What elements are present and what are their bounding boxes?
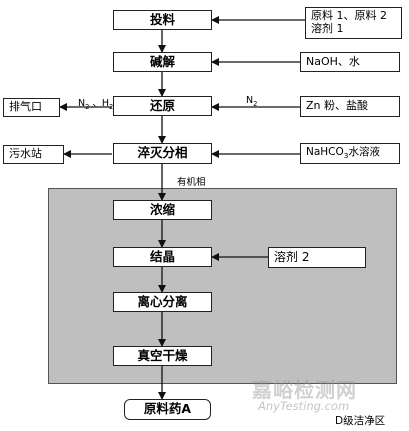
output-wastewater-label: 污水站 [9,147,42,161]
step-crystallization: 结晶 [113,247,212,267]
input-hydrolysis-label: NaOH、水 [306,54,360,68]
step-reduction-label: 还原 [149,97,175,113]
label-n2-h2-out: N2 、H2 [78,98,114,111]
step-concentration-label: 浓缩 [149,201,175,217]
step-api-product: 原料药A [124,399,211,420]
label-organic-phase: 有机相 [177,177,206,188]
output-wastewater: 污水站 [3,145,64,164]
input-feed-line1: 原料 1、原料 2 [311,9,387,23]
step-concentration: 浓缩 [113,200,212,220]
watermark-en: AnyTesting.com [258,399,350,413]
input-crystallization-label: 溶剂 2 [274,249,310,264]
step-crystallization-label: 结晶 [149,248,175,264]
step-centrifugation: 离心分离 [113,292,212,312]
input-reduction-label: Zn 粉、盐酸 [306,99,369,113]
step-feeding-label: 投料 [149,11,175,27]
clean-zone-area [48,188,397,384]
input-reduction: Zn 粉、盐酸 [300,96,400,117]
input-quench: NaHCO3水溶液 [300,143,400,164]
step-centrifugation-label: 离心分离 [137,293,188,309]
input-feed: 原料 1、原料 2 溶剂 1 [305,7,402,39]
output-vent: 排气口 [3,98,60,117]
step-api-product-label: 原料药A [143,401,192,417]
input-quench-label: NaHCO3水溶液 [306,146,380,161]
step-quench-separation-label: 淬灭分相 [137,145,188,161]
step-feeding: 投料 [113,10,212,30]
input-crystallization: 溶剂 2 [268,247,366,268]
step-alkaline-hydrolysis-label: 碱解 [149,53,175,69]
label-clean-zone: D级洁净区 [335,415,386,427]
output-vent-label: 排气口 [9,100,42,114]
input-feed-line2: 溶剂 1 [311,22,344,35]
label-n2-in: N2 [246,95,258,108]
input-hydrolysis: NaOH、水 [300,52,400,72]
step-reduction: 还原 [113,96,212,116]
watermark-cn: 嘉峪检测网 [252,378,357,402]
step-vacuum-drying: 真空干燥 [113,346,212,366]
step-vacuum-drying-label: 真空干燥 [137,347,188,363]
step-alkaline-hydrolysis: 碱解 [113,52,212,72]
step-quench-separation: 淬灭分相 [113,143,212,164]
